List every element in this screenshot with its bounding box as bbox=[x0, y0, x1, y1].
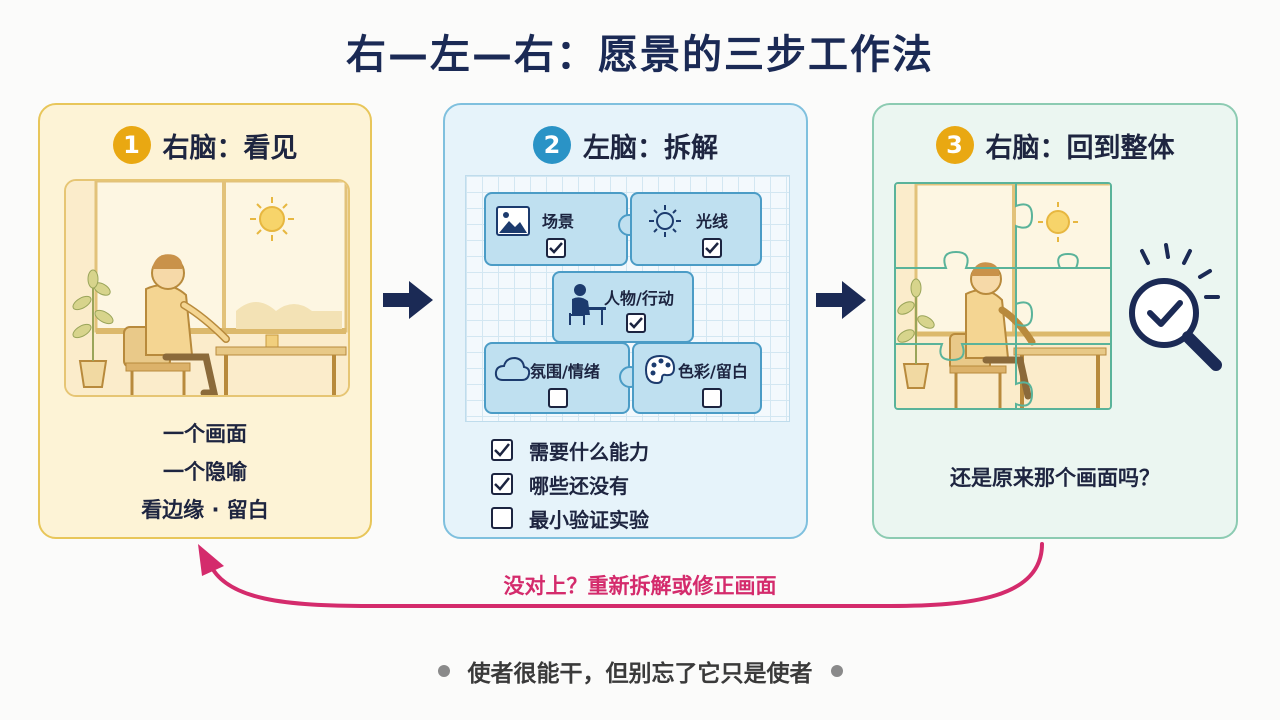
person-at-window-illustration bbox=[66, 181, 348, 395]
checklist-item: 最小验证实验 bbox=[491, 501, 649, 535]
checklist-label: 最小验证实验 bbox=[529, 507, 649, 532]
image-icon bbox=[496, 206, 530, 236]
check-icon bbox=[705, 242, 719, 254]
check-icon bbox=[549, 242, 563, 254]
checklist-checkbox bbox=[491, 439, 513, 461]
loop-back-arrow bbox=[198, 542, 1044, 608]
piece-label: 光线 bbox=[696, 212, 729, 231]
step-2-title: 左脑：拆解 bbox=[583, 132, 718, 164]
footer-note: 使者很能干，但别忘了它只是使者 bbox=[0, 653, 1280, 689]
page-title: 右—左—右：愿景的三步工作法 bbox=[346, 32, 934, 78]
step-1-title: 右脑：看见 bbox=[162, 132, 298, 164]
piece-checkbox bbox=[546, 238, 566, 258]
piece-label: 氛围/情绪 bbox=[530, 362, 600, 381]
sun-icon bbox=[1038, 202, 1078, 242]
step-3-number-badge: 3 bbox=[935, 126, 974, 164]
step-1-header: 1 右脑：看见 bbox=[40, 123, 370, 167]
checklist-item: 哪些还没有 bbox=[491, 467, 649, 501]
bullet-dot-icon bbox=[437, 665, 450, 677]
plant-icon bbox=[72, 269, 114, 388]
check-icon bbox=[494, 477, 510, 491]
puzzle-piece-scene: 场景 bbox=[484, 192, 628, 266]
bullet-dot-icon bbox=[830, 665, 843, 677]
step-3-question: 还是原来那个画面吗？ bbox=[950, 466, 1160, 490]
sun-icon bbox=[250, 197, 294, 241]
step-1-panel: 1 右脑：看见 bbox=[38, 103, 372, 539]
piece-checkbox bbox=[548, 388, 568, 408]
step-2-header: 2 左脑：拆解 bbox=[445, 123, 806, 167]
puzzle-breakdown-grid: 场景 光线 bbox=[465, 175, 790, 422]
step-2-panel: 2 左脑：拆解 场景 bbox=[443, 103, 808, 539]
arrow-right-icon bbox=[816, 281, 866, 319]
step-2-number-badge: 2 bbox=[533, 126, 571, 164]
step-1-number-badge: 1 bbox=[112, 126, 151, 164]
checklist-checkbox bbox=[491, 507, 513, 529]
step-3-title: 右脑：回到整体 bbox=[985, 132, 1175, 164]
step-1-line: 一个隐喻 bbox=[163, 460, 247, 484]
step-1-line: 一个画面 bbox=[163, 422, 247, 446]
piece-checkbox bbox=[626, 313, 646, 333]
plant-icon bbox=[897, 278, 935, 389]
checklist-label: 需要什么能力 bbox=[529, 439, 649, 464]
step-3-header: 3 右脑：回到整体 bbox=[874, 123, 1236, 167]
checklist-checkbox bbox=[491, 473, 513, 495]
checklist-item: 需要什么能力 bbox=[491, 433, 649, 467]
step-1-line: 看边缘 · 留白 bbox=[141, 498, 269, 522]
loop-back-label: 没对上？重新拆解或修正画面 bbox=[503, 574, 777, 598]
scene-illustration bbox=[64, 179, 350, 397]
magnifier-check-icon bbox=[1129, 243, 1222, 371]
footer-text: 使者很能干，但别忘了它只是使者 bbox=[467, 661, 813, 687]
reassembled-puzzle-illustration bbox=[894, 182, 1112, 410]
person-desk-icon bbox=[569, 284, 606, 325]
cloud-icon bbox=[494, 356, 530, 381]
arrow-right-icon bbox=[383, 281, 433, 319]
puzzle-seams bbox=[896, 184, 1110, 408]
puzzle-piece-mood: 氛围/情绪 bbox=[484, 342, 630, 414]
piece-label: 色彩/留白 bbox=[678, 362, 748, 381]
checklist-label: 哪些还没有 bbox=[529, 473, 629, 498]
puzzle-piece-light: 光线 bbox=[630, 192, 762, 266]
puzzle-piece-person: 人物/行动 bbox=[552, 271, 694, 343]
piece-label: 人物/行动 bbox=[604, 289, 674, 308]
palette-icon bbox=[644, 354, 676, 384]
check-icon bbox=[494, 443, 510, 457]
piece-label: 场景 bbox=[542, 212, 575, 231]
piece-checkbox bbox=[702, 238, 722, 258]
piece-checkbox bbox=[702, 388, 722, 408]
step-1-lines: 一个画面 一个隐喻 看边缘 · 留白 bbox=[40, 415, 370, 529]
check-icon bbox=[629, 317, 643, 329]
step-3-panel: 3 右脑：回到整体 bbox=[872, 103, 1238, 539]
puzzle-piece-color: 色彩/留白 bbox=[632, 342, 762, 414]
step-2-checklist: 需要什么能力 哪些还没有 最小验证实验 bbox=[491, 433, 649, 535]
puzzle-scene-illustration bbox=[896, 184, 1110, 408]
sun-icon bbox=[649, 205, 681, 237]
